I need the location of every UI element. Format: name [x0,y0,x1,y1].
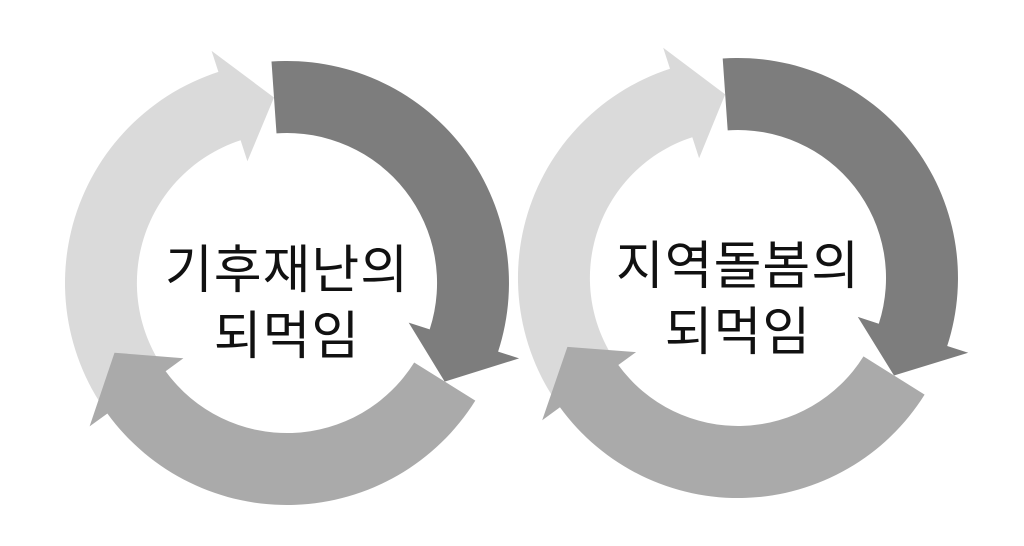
cycle-right-arrow-right [722,57,969,376]
cycle-left-arrow-bottom [89,352,476,506]
cycle-left-label-line1: 기후재난의 [164,241,410,301]
cycle-right-arrow-top-left [517,47,726,434]
cycle-left-arrow-right [271,60,520,382]
cycle-left [64,50,520,506]
cycle-right-label-line1: 지역돌봄의 [615,237,861,297]
cycle-left-label-line2: 되먹임 [213,307,361,367]
cycle-left-arrow-top-left [64,50,275,441]
cycle-right-label: 지역돌봄의 되먹임 [588,234,888,366]
cycle-right [517,47,969,499]
cycle-right-label-line2: 되먹임 [664,303,812,363]
cycle-left-label: 기후재난의 되먹임 [137,238,437,370]
cycle-right-arrow-bottom [542,346,925,499]
